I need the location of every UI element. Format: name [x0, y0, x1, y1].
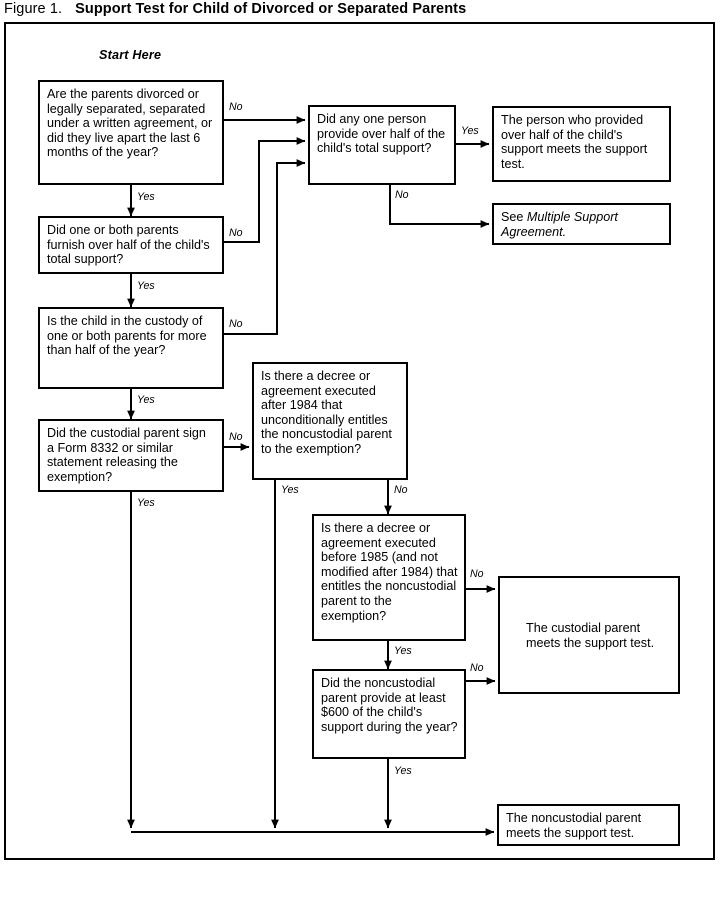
- edge-label-q2-yes: Yes: [137, 280, 155, 292]
- edge-label-q8-no: No: [470, 662, 484, 674]
- result-person-meets-test[interactable]: The person who provided over half of the…: [492, 106, 671, 182]
- decision-form-8332[interactable]: Did the custodial parent sign a Form 833…: [38, 419, 224, 492]
- figure-title: Support Test for Child of Divorced or Se…: [75, 1, 467, 17]
- edge-label-q1-no: No: [229, 101, 243, 113]
- decision-decree-after-1984[interactable]: Is there a decree or agreement executed …: [252, 362, 408, 480]
- edge-label-q2-no: No: [229, 227, 243, 239]
- decision-decree-before-1985[interactable]: Is there a decree or agreement executed …: [312, 514, 466, 641]
- decision-parents-divorced-text: Are the parents divorced or legally sepa…: [47, 87, 213, 160]
- result-noncustodial-meets-test-text: The noncustodial parent meets the suppor…: [506, 811, 642, 840]
- edge-label-q1-yes: Yes: [137, 191, 155, 203]
- result-multiple-support-agreement-text: See Multiple Support Agreement.: [501, 210, 663, 239]
- edge-label-q3-yes: Yes: [137, 394, 155, 406]
- result-person-meets-test-text: The person who provided over half of the…: [501, 113, 648, 171]
- start-here-label: Start Here: [99, 48, 162, 62]
- result-custodial-meets-test-text: The custodial parent meets the support t…: [526, 620, 655, 650]
- edge-label-q5-yes: Yes: [461, 125, 479, 137]
- edge-label-q6-yes: Yes: [281, 484, 299, 496]
- decision-noncustodial-600[interactable]: Did the noncustodial parent provide at l…: [312, 669, 466, 759]
- decision-any-one-person[interactable]: Did any one person provide over half of …: [308, 105, 456, 185]
- decision-parents-furnish-half-text: Did one or both parents furnish over hal…: [47, 223, 210, 267]
- decision-decree-after-1984-text: Is there a decree or agreement executed …: [261, 369, 392, 456]
- decision-decree-before-1985-text: Is there a decree or agreement executed …: [321, 521, 458, 623]
- decision-any-one-person-text: Did any one person provide over half of …: [317, 112, 446, 156]
- multiple-support-agreement-title: Multiple Support Agreement.: [501, 210, 618, 239]
- edge-label-q3-no: No: [229, 318, 243, 330]
- decision-child-custody[interactable]: Is the child in the custody of one or bo…: [38, 307, 224, 389]
- decision-noncustodial-600-text: Did the noncustodial parent provide at l…: [321, 676, 458, 734]
- edge-label-q5-no: No: [395, 189, 409, 201]
- edge-label-q4-yes: Yes: [137, 497, 155, 509]
- edge-label-q6-no: No: [394, 484, 408, 496]
- result-custodial-meets-test[interactable]: The custodial parent meets the support t…: [498, 576, 680, 694]
- result-multiple-support-agreement[interactable]: See Multiple Support Agreement.: [492, 203, 671, 245]
- decision-child-custody-text: Is the child in the custody of one or bo…: [47, 314, 207, 358]
- result-noncustodial-meets-test[interactable]: The noncustodial parent meets the suppor…: [497, 804, 680, 846]
- figure-caption: Figure 1. Support Test for Child of Divor…: [4, 0, 717, 22]
- figure-number: Figure 1.: [4, 1, 63, 17]
- edge-label-q4-no: No: [229, 431, 243, 443]
- see-prefix: See: [501, 210, 527, 224]
- decision-form-8332-text: Did the custodial parent sign a Form 833…: [47, 426, 206, 484]
- edge-label-q7-yes: Yes: [394, 645, 412, 657]
- edge-label-q8-yes: Yes: [394, 765, 412, 777]
- decision-parents-furnish-half[interactable]: Did one or both parents furnish over hal…: [38, 216, 224, 274]
- decision-parents-divorced[interactable]: Are the parents divorced or legally sepa…: [38, 80, 224, 185]
- edge-label-q7-no: No: [470, 568, 484, 580]
